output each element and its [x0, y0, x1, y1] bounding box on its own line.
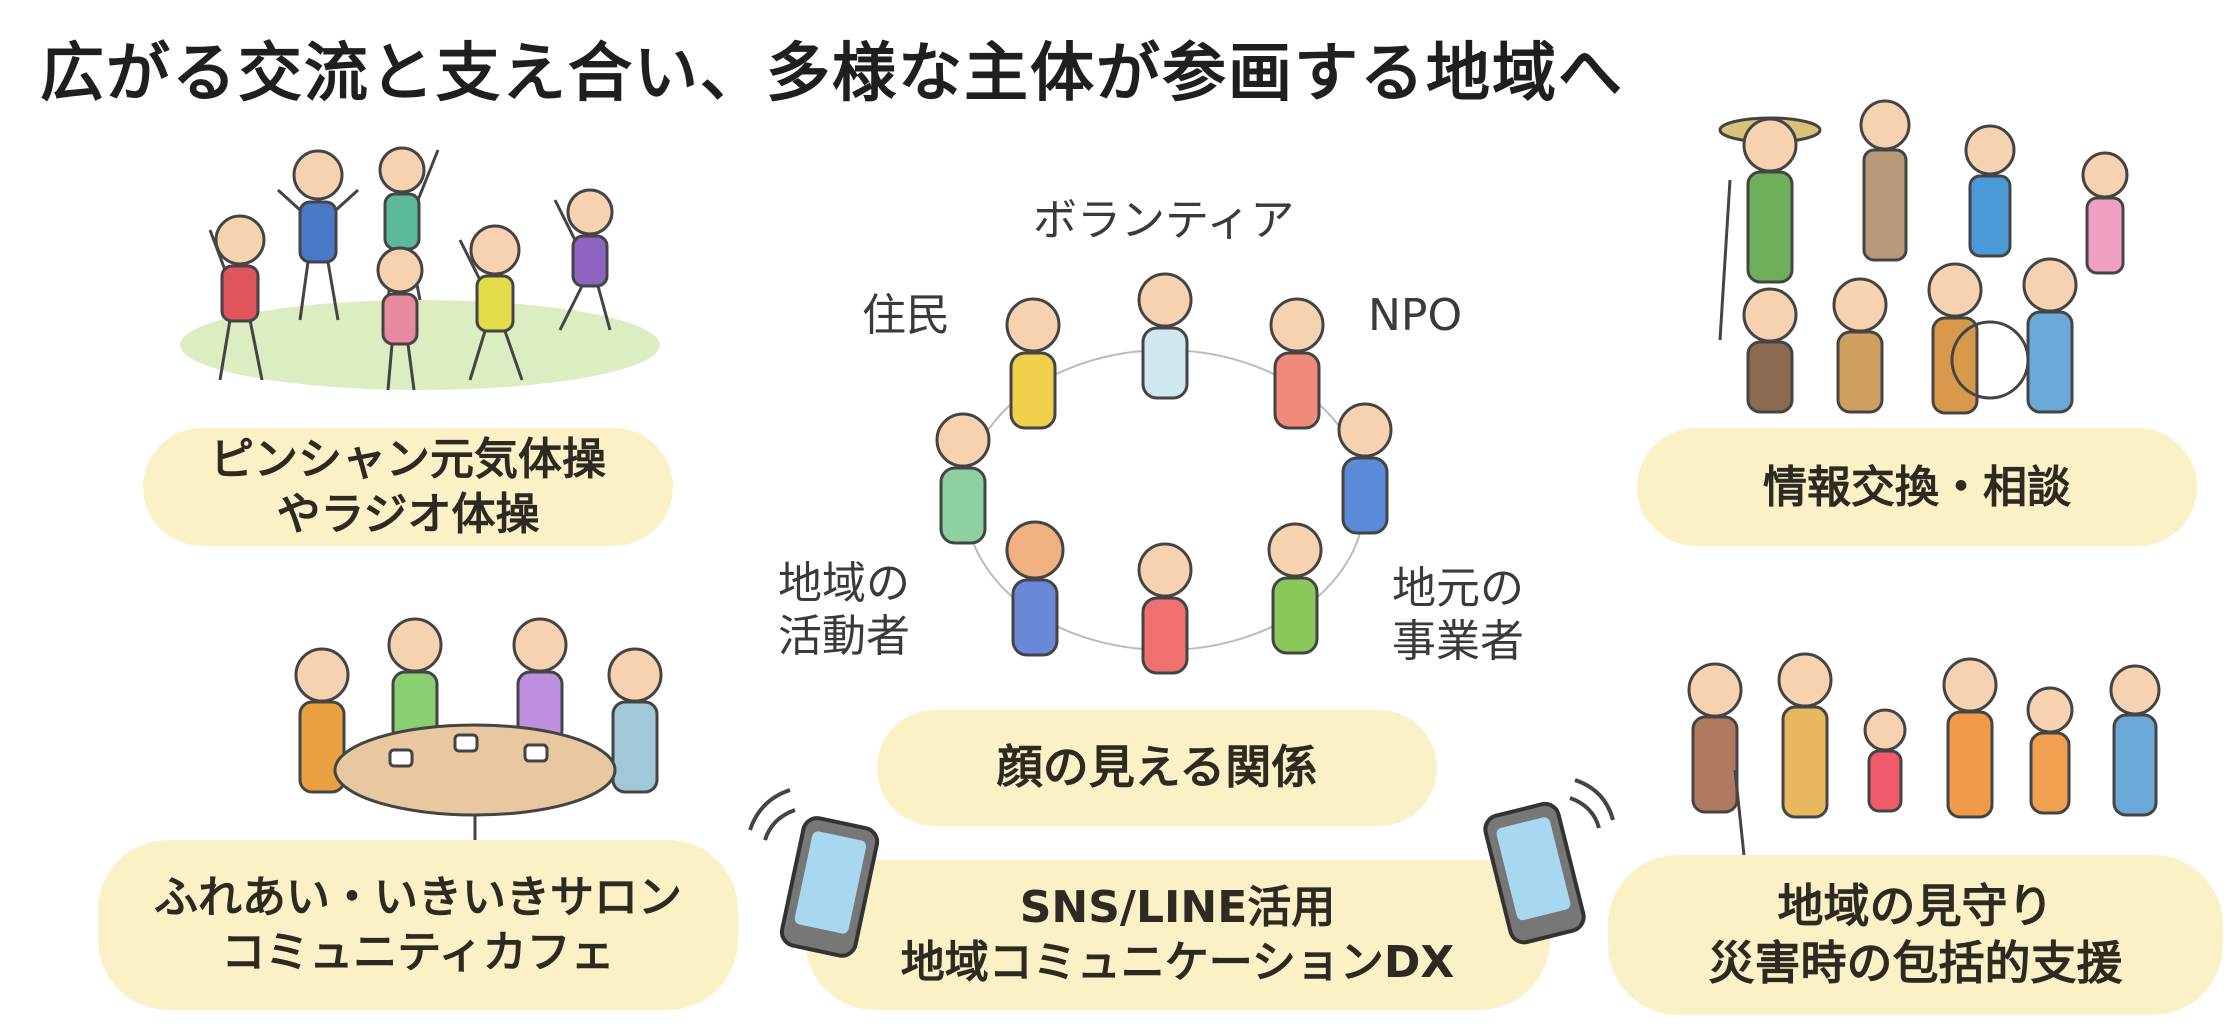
label-activist-line1: 地域の — [778, 558, 910, 609]
watch-line1: 地域の見守り — [1777, 878, 2054, 933]
watch-panel: 地域の見守り 災害時の包括的支援 — [1608, 855, 2223, 1015]
page-title: 広がる交流と支え合い、多様な主体が参画する地域へ — [40, 37, 1624, 111]
label-activist: 地域の 活動者 — [778, 558, 910, 664]
exercise-panel: ピンシャン元気体操 やラジオ体操 — [143, 428, 673, 546]
consultation-illustration — [1718, 99, 2129, 415]
relation-panel: 顔の見える関係 — [877, 710, 1437, 826]
exercise-line2: やラジオ体操 — [276, 489, 540, 540]
label-npo: NPO — [1368, 290, 1463, 341]
label-business: 地元の 事業者 — [1392, 563, 1524, 669]
watch-line2: 災害時の包括的支援 — [1708, 936, 2123, 990]
label-business-line1: 地元の — [1392, 563, 1524, 614]
exercise-illustration — [180, 146, 660, 391]
sns-line1: SNS/LINE活用 — [1019, 882, 1336, 933]
relation-line1: 顔の見える関係 — [996, 740, 1318, 795]
smartphone-right-icon — [1483, 778, 1615, 945]
sns-panel: SNS/LINE活用 地域コミュニケーションDX — [805, 860, 1550, 1010]
label-business-line2: 事業者 — [1392, 615, 1524, 667]
label-volunteer: ボランティア — [1033, 195, 1295, 246]
smartphone-left-icon — [748, 788, 880, 958]
salon-line2: コミュニティカフェ — [221, 927, 615, 978]
community-watch-illustration — [1687, 652, 2161, 866]
exercise-line1: ピンシャン元気体操 — [210, 434, 606, 485]
label-activist-line2: 活動者 — [778, 610, 910, 662]
salon-illustration — [294, 617, 663, 845]
info-panel: 情報交換・相談 — [1637, 428, 2197, 546]
salon-line1: ふれあい・いきいきサロン — [154, 872, 682, 923]
sns-line2: 地域コミュニケーションDX — [900, 937, 1455, 988]
label-resident: 住民 — [862, 290, 950, 341]
circle-of-people-illustration — [935, 272, 1393, 675]
info-line1: 情報交換・相談 — [1763, 461, 2071, 513]
salon-panel: ふれあい・いきいきサロン コミュニティカフェ — [98, 840, 738, 1010]
